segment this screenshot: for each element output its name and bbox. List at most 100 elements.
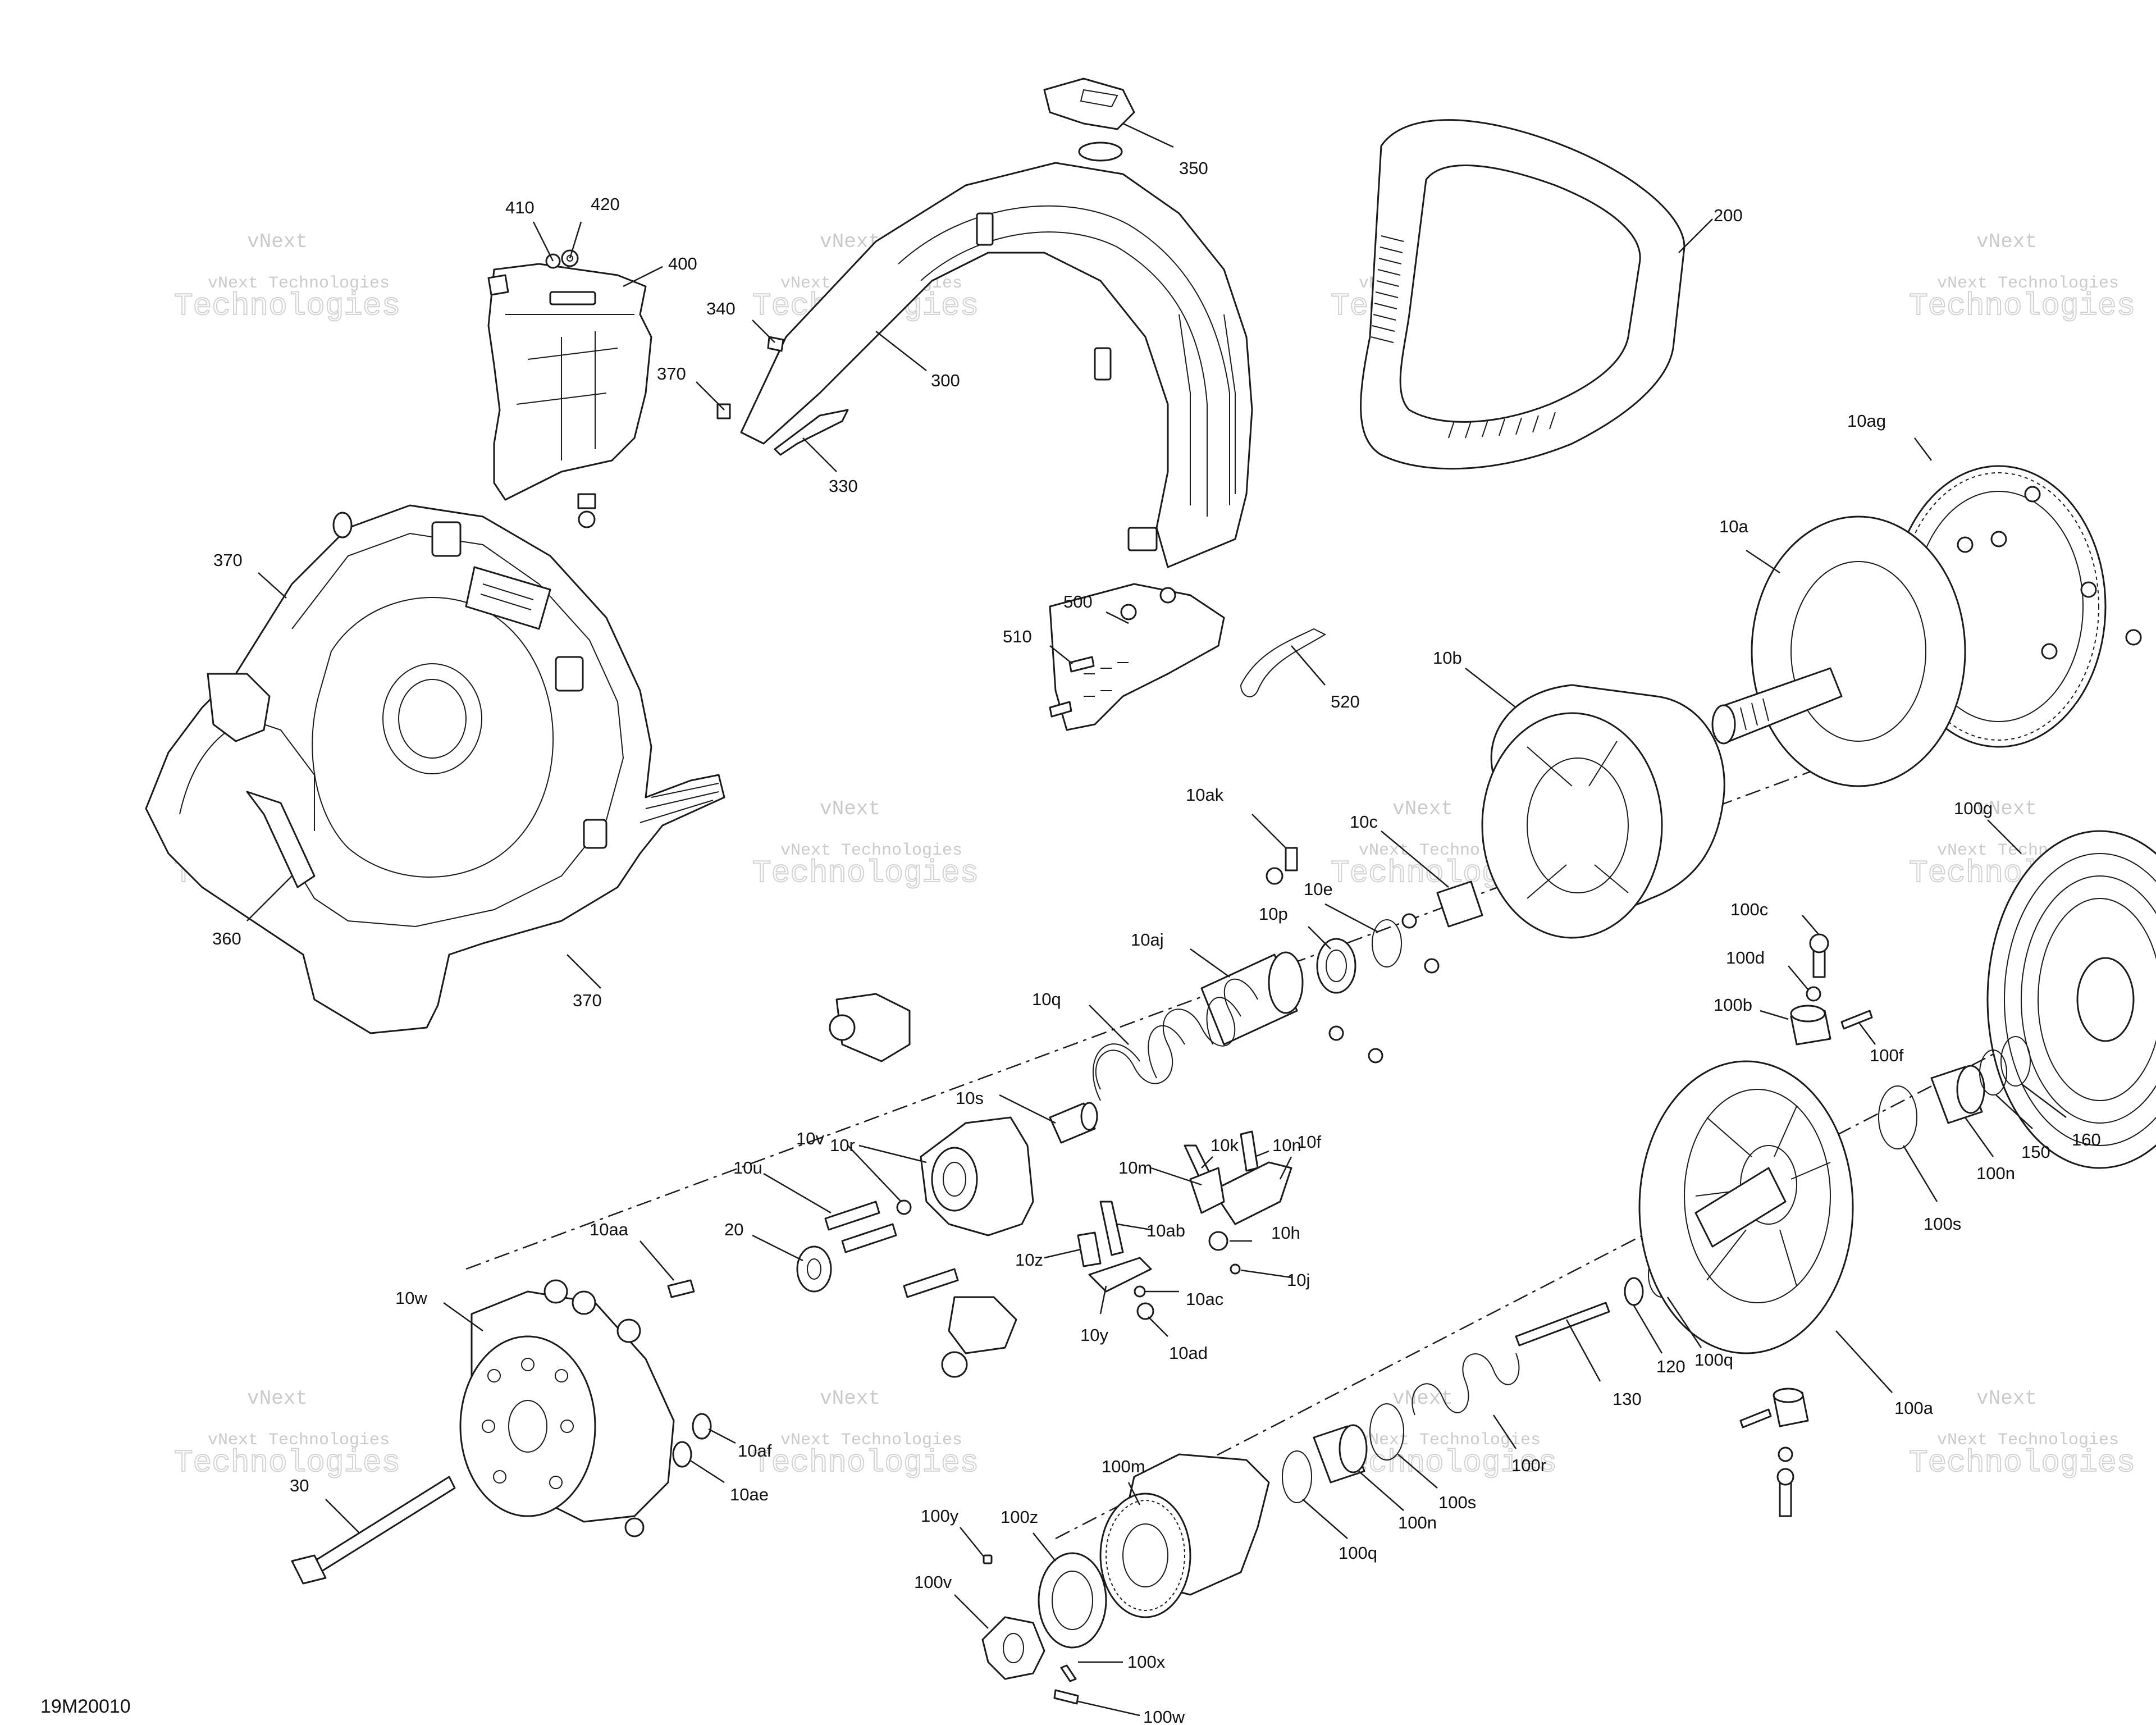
leader-130: [1565, 1319, 1601, 1382]
spring-coils-2: [1092, 997, 1241, 1101]
washer-100d: [1806, 986, 1821, 1002]
label-line-1: [482, 583, 534, 600]
callout-100w: 100w: [1143, 1707, 1185, 1725]
leader-10aa: [640, 1240, 674, 1281]
part-10r-spider: [920, 1116, 1034, 1236]
washer-100z: [1038, 1552, 1107, 1649]
callout-labels: 350 200 410 420 400 340 300 370 330 10ag…: [212, 158, 2101, 1725]
washer-20-hole: [807, 1258, 821, 1280]
part-200-drive-belt: [1360, 119, 1685, 470]
cup-hole-1: [487, 1369, 501, 1382]
screw-mid-4: [1368, 1048, 1383, 1064]
leader-10m: [1150, 1167, 1202, 1186]
plate-slot: [549, 291, 596, 305]
callout-10c: 10c: [1350, 812, 1378, 832]
arm-10f: [1212, 1161, 1292, 1225]
callout-100n: 100n: [1976, 1163, 2015, 1183]
leader-10u: [763, 1172, 832, 1214]
lever-10y: [1088, 1257, 1152, 1293]
leader-10y: [1099, 1285, 1107, 1315]
movable-sheave-ring-1: [2004, 853, 2156, 1146]
svg-text:vNext: vNext: [1392, 1387, 1453, 1410]
cup-hole-7: [549, 1476, 563, 1489]
part-360-belt-guard-housing: [145, 504, 725, 1034]
watermark-6: vNext vNext Technologies Technologies: [752, 797, 979, 892]
leader-340: [752, 320, 775, 343]
leader-100c: [1802, 915, 1820, 935]
callout-150: 150: [2021, 1142, 2050, 1162]
leader-10n: [1254, 1150, 1269, 1158]
part-100a-driven-sheave: [1638, 1060, 1854, 1354]
watermark-1: vNext vNext Technologies Technologies: [173, 230, 401, 325]
sleeve-end: [1268, 951, 1304, 1014]
callout-10j: 10j: [1287, 1270, 1310, 1290]
leader-350: [1122, 122, 1174, 148]
bushing-10af: [692, 1413, 712, 1440]
callout-10ak: 10ak: [1186, 785, 1224, 805]
washer-120: [1624, 1277, 1644, 1306]
leader-10f: [1279, 1156, 1292, 1180]
svg-text:Technologies: Technologies: [1909, 288, 2135, 324]
part-10a-fixed-sheave: [1711, 515, 1966, 787]
drawing-code: 19M20010: [40, 1696, 131, 1717]
callout-100b: 100b: [1714, 995, 1752, 1015]
washer-lower-right: [1778, 1446, 1793, 1462]
leader-30: [325, 1499, 360, 1534]
cup-weight-2: [572, 1290, 596, 1315]
callout-370a: 370: [657, 364, 686, 384]
callout-120: 120: [1656, 1357, 1685, 1376]
leader-10r: [858, 1144, 927, 1163]
ring-bolt-1: [2024, 486, 2041, 503]
callout-10n: 10n: [1272, 1135, 1301, 1155]
callout-160: 160: [2072, 1130, 2101, 1149]
sheave-splines: [1740, 698, 1769, 731]
callout-100r: 100r: [1511, 1455, 1546, 1475]
leader-330: [802, 437, 837, 472]
washer-20: [796, 1245, 832, 1293]
leader-150: [1995, 1094, 2033, 1129]
parts-10af-10ae: [672, 1413, 712, 1468]
screw-mid-1: [1401, 913, 1417, 929]
callout-100a: 100a: [1894, 1398, 1934, 1418]
part-500-bracket: [1049, 583, 1225, 731]
callout-100m: 100m: [1102, 1457, 1145, 1476]
leader-10p: [1308, 926, 1331, 950]
pin-100f: [1840, 1010, 1873, 1030]
leader-10k: [1201, 1156, 1213, 1169]
leader-10af: [708, 1428, 736, 1444]
arm-10m: [1189, 1167, 1225, 1214]
callout-10z: 10z: [1015, 1250, 1043, 1270]
callout-100s: 100s: [1924, 1214, 1961, 1234]
leader-lines: [246, 122, 2067, 1717]
leader-10ag: [1914, 437, 1932, 461]
leader-100z: [1033, 1532, 1056, 1562]
pin-lower-right: [1739, 1408, 1772, 1429]
cam-nut-100v: [981, 1616, 1045, 1680]
screw-100c-head: [1809, 933, 1829, 953]
svg-text:vNext Technologies: vNext Technologies: [1937, 1431, 2119, 1450]
leader-100q-upper: [1666, 1297, 1702, 1348]
spider-hub: [931, 1147, 978, 1212]
spring-100r-coils: [1412, 1353, 1520, 1416]
part-10q-drive-spring: [1092, 978, 1258, 1101]
callout-10h: 10h: [1271, 1223, 1300, 1243]
guard-tab-top: [976, 212, 994, 246]
housing-grommet-top: [332, 512, 353, 539]
callout-10f: 10f: [1297, 1132, 1321, 1152]
callout-10ae: 10ae: [730, 1485, 769, 1504]
cap-10z: [1077, 1231, 1102, 1267]
driven-sheave-inner: [1684, 1089, 1831, 1303]
part-10e-retaining-ring: [1372, 919, 1402, 968]
leader-10ad: [1148, 1316, 1168, 1337]
leader-10j: [1240, 1269, 1292, 1279]
part-10b-movable-sheave: [1481, 684, 1725, 939]
callout-100x: 100x: [1127, 1652, 1166, 1672]
roller-bottom: [941, 1351, 968, 1378]
leader-10ae: [689, 1459, 725, 1484]
movable-sheave-disc: [1986, 830, 2156, 1169]
leader-100v: [954, 1594, 989, 1629]
svg-text:Technologies: Technologies: [1909, 1445, 2135, 1481]
housing-tab-b: [555, 656, 584, 692]
callout-350: 350: [1179, 158, 1208, 178]
bolt-10u-3: [903, 1268, 959, 1298]
